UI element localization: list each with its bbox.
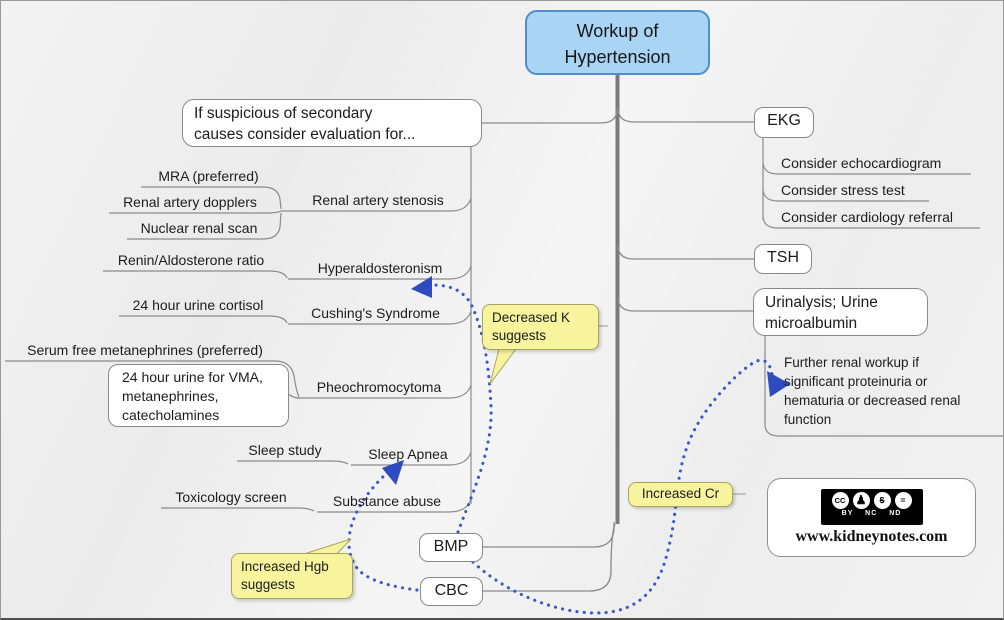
cc-license-badge: CC ♟ $ = BY NC ND: [820, 489, 923, 525]
arrowhead-icon: [382, 460, 404, 485]
followup-node-further-renal-workup[interactable]: Further renal workup if significant prot…: [784, 355, 961, 427]
cause-node-pheochromocytoma[interactable]: Pheochromocytoma: [316, 379, 442, 395]
note-tail: [489, 344, 520, 385]
dotted-arrow-cbc-to-sleep-apnea: [347, 471, 419, 592]
workup-node-cbc[interactable]: CBC: [420, 577, 483, 606]
recommendation-node-stress-test[interactable]: Consider stress test: [781, 182, 905, 198]
test-node-toxicology-screen[interactable]: Toxicology screen: [175, 489, 287, 505]
node-underline-toxicology: [161, 507, 315, 512]
nd-noderivatives-icon: =: [894, 492, 912, 509]
node-underline-echocardiogram: [762, 162, 971, 175]
workup-node-urinalysis[interactable]: Urinalysis; Urine microalbumin: [753, 288, 928, 336]
node-underline-further-renal-workup: [764, 335, 1003, 437]
node-underline-cardiology-referral: [762, 216, 980, 229]
note-increased-hgb[interactable]: Increased Hgb suggests: [231, 553, 353, 599]
by-attribution-icon: ♟: [852, 492, 870, 509]
node-underline-serum-metanephrines: [5, 360, 300, 398]
node-underline-cushings: [288, 310, 472, 325]
license-credit-box: CC ♟ $ = BY NC ND www.kidneynotes.com: [767, 478, 976, 557]
branch-line-bmp: [483, 522, 615, 548]
cc-license-caption: BY NC ND: [841, 510, 902, 517]
cause-node-renal-artery-stenosis[interactable]: Renal artery stenosis: [312, 192, 444, 208]
root-node-workup-of-hypertension[interactable]: Workup of Hypertension: [525, 10, 710, 75]
test-node-24h-urine-cortisol[interactable]: 24 hour urine cortisol: [132, 297, 264, 313]
node-underline-sleep-apnea: [351, 451, 472, 466]
cc-license-icons: CC ♟ $ =: [831, 492, 912, 509]
arrowhead-icon: [767, 371, 790, 397]
workup-node-tsh[interactable]: TSH: [754, 244, 812, 274]
node-underline-stenosis: [281, 197, 472, 212]
cause-node-cushings-syndrome[interactable]: Cushing's Syndrome: [311, 305, 440, 321]
cause-node-hyperaldosteronism[interactable]: Hyperaldosteronism: [317, 260, 443, 276]
nc-noncommercial-icon: $: [873, 492, 891, 509]
note-increased-cr[interactable]: Increased Cr: [628, 482, 733, 507]
node-underline-substance-abuse: [317, 498, 472, 513]
node-underline-cortisol: [119, 315, 288, 324]
note-decreased-k[interactable]: Decreased K suggests: [482, 304, 599, 350]
node-underline-stress-test: [762, 189, 929, 202]
test-node-nuclear-renal-scan[interactable]: Nuclear renal scan: [140, 220, 258, 236]
cause-node-sleep-apnea[interactable]: Sleep Apnea: [368, 446, 448, 462]
node-underline-hyperaldosteronism: [288, 265, 472, 280]
node-underline-renin: [103, 270, 288, 279]
branch-line-urinalysis: [617, 296, 753, 312]
test-node-renin-aldosterone-ratio[interactable]: Renin/Aldosterone ratio: [117, 252, 265, 268]
branch-line-secondary: [482, 108, 618, 124]
node-underline-nuclear: [127, 212, 282, 240]
node-underline-dopplers: [109, 210, 282, 214]
branch-line-ekg: [617, 107, 754, 123]
node-underline-mra: [141, 186, 282, 210]
arrowhead-icon: [411, 276, 432, 298]
workup-node-ekg[interactable]: EKG: [754, 107, 814, 138]
recommendation-node-cardiology-referral[interactable]: Consider cardiology referral: [781, 209, 953, 225]
cc-logo-icon: CC: [831, 492, 849, 509]
branch-line-cbc: [483, 523, 616, 592]
website-link[interactable]: www.kidneynotes.com: [795, 528, 948, 545]
test-node-mra[interactable]: MRA (preferred): [158, 168, 259, 184]
node-underline-sleep-study: [237, 460, 349, 465]
test-node-renal-artery-dopplers[interactable]: Renal artery dopplers: [123, 194, 257, 210]
branch-line-tsh: [617, 244, 754, 260]
cause-node-substance-abuse[interactable]: Substance abuse: [332, 493, 442, 509]
secondary-causes-header-node[interactable]: If suspicious of secondary causes consid…: [182, 99, 482, 147]
dotted-arrow-bmp-to-hyperaldosteronism: [429, 283, 493, 534]
recommendation-node-echocardiogram[interactable]: Consider echocardiogram: [781, 155, 942, 171]
workup-node-bmp[interactable]: BMP: [419, 533, 483, 562]
test-node-serum-free-metanephrines[interactable]: Serum free metanephrines (preferred): [27, 342, 263, 358]
test-node-sleep-study[interactable]: Sleep study: [248, 442, 322, 458]
test-node-24h-urine-vma[interactable]: 24 hour urine for VMA, metanephrines, ca…: [108, 364, 289, 427]
node-underline-pheochromocytoma: [297, 384, 472, 399]
